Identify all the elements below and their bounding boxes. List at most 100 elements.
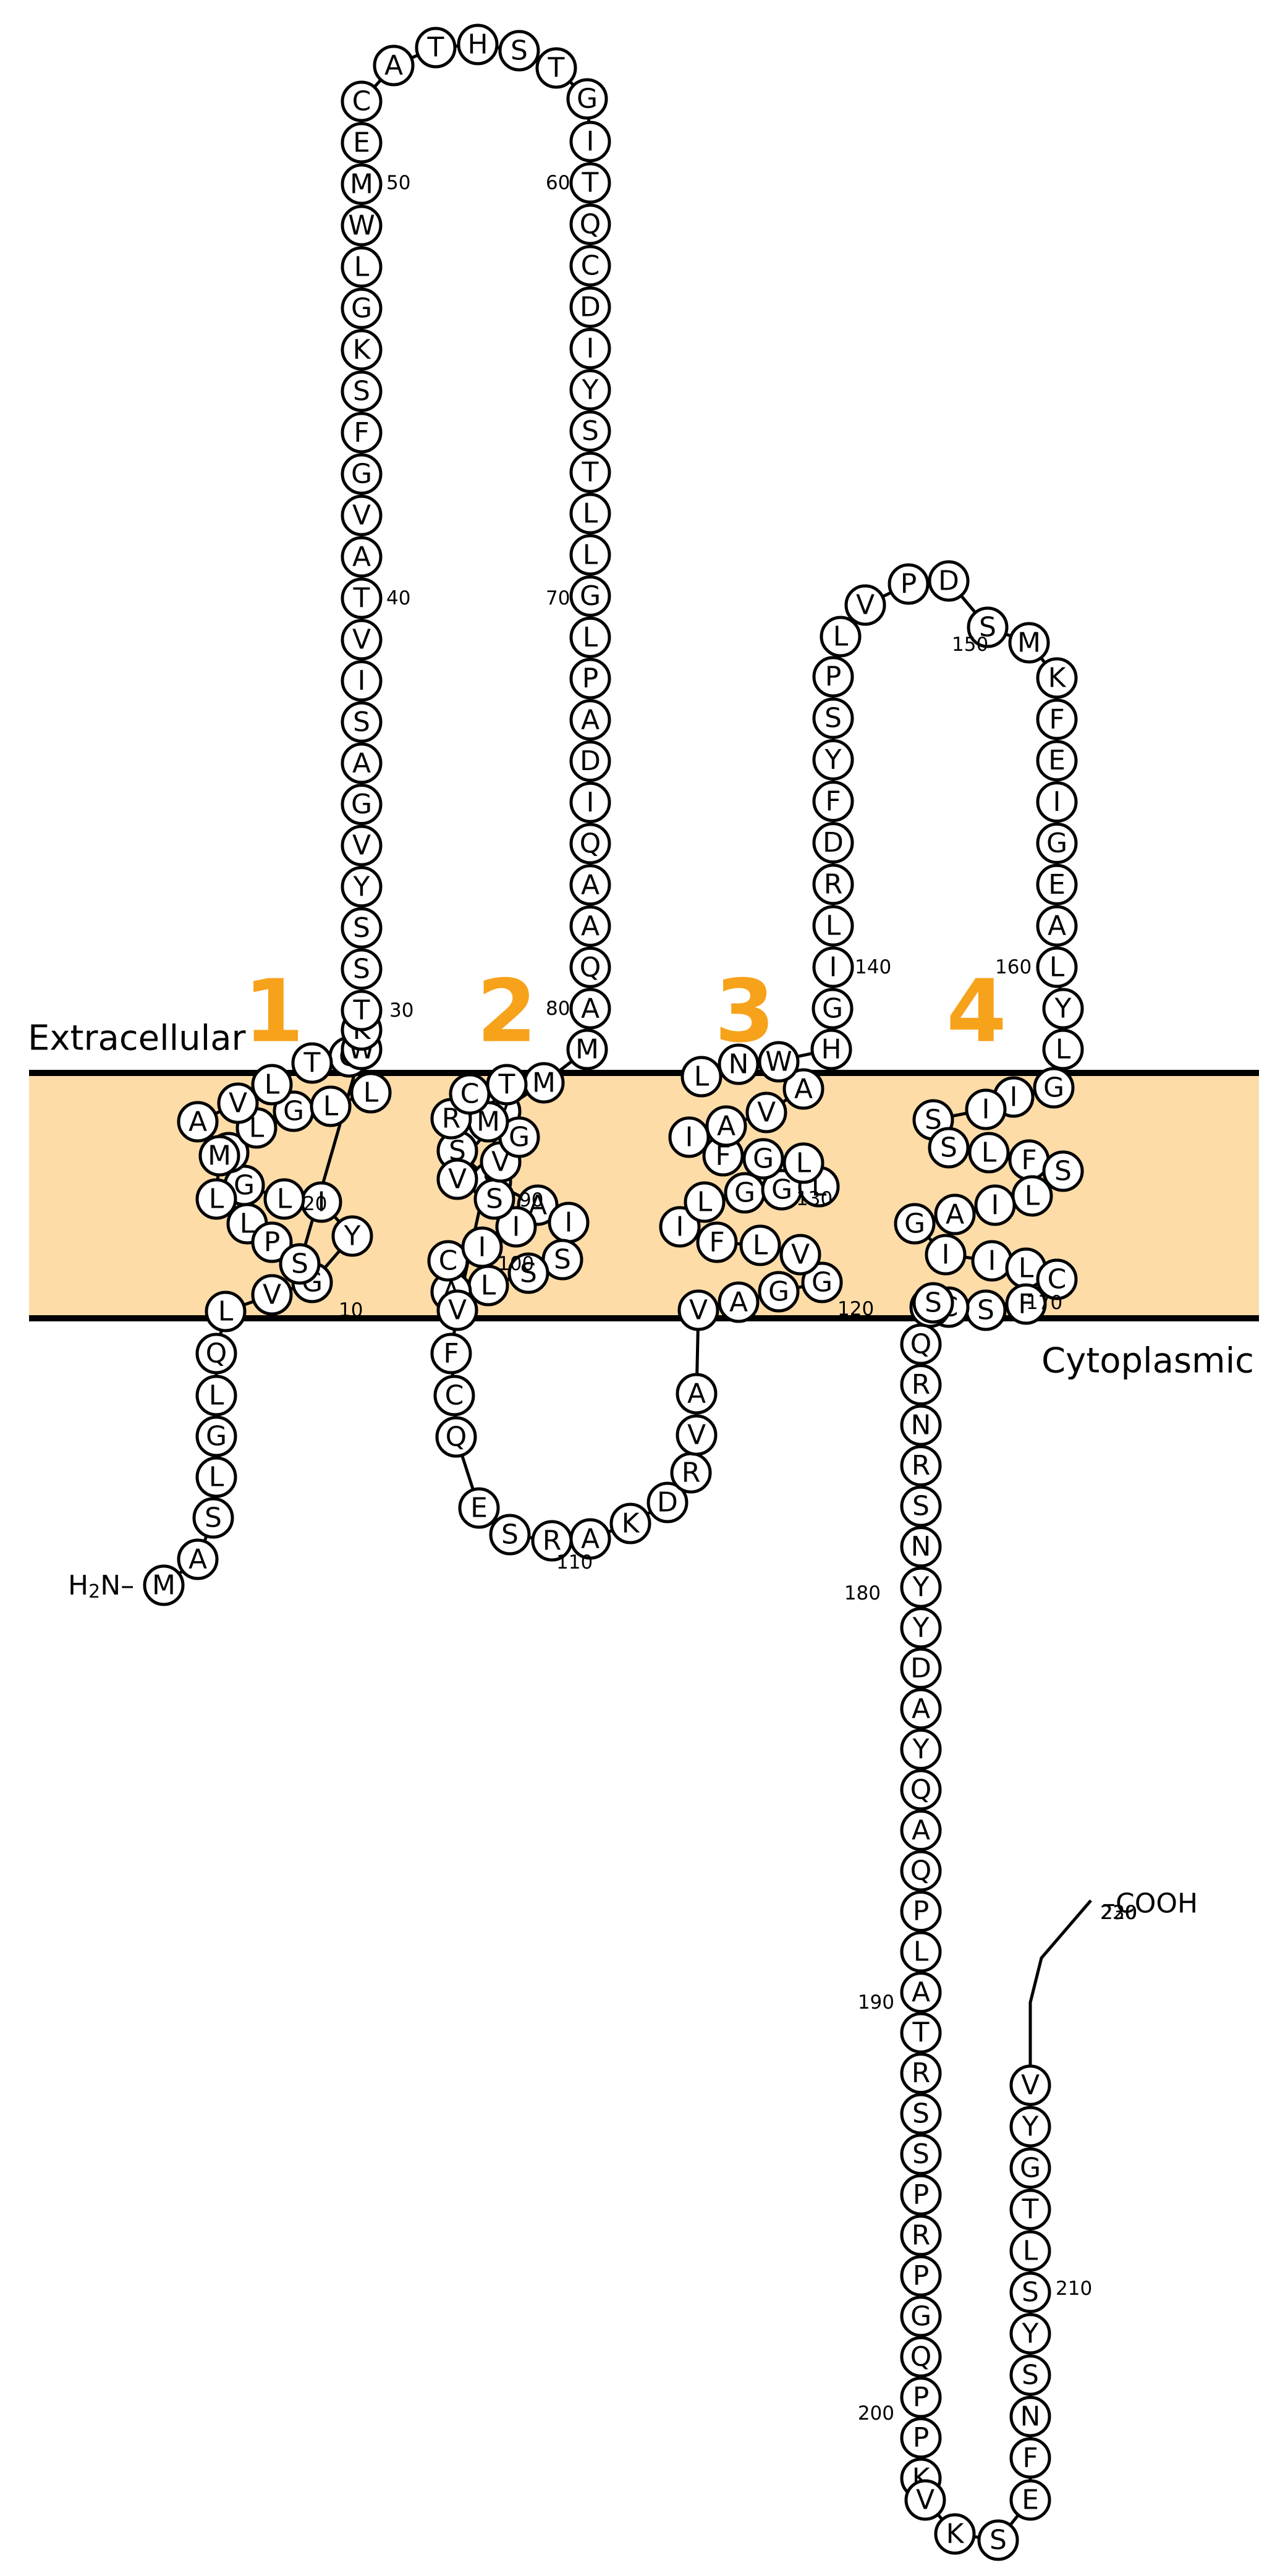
residue-circle xyxy=(1009,2396,1051,2438)
residue-6: L xyxy=(195,1375,237,1417)
residue-circle xyxy=(1009,2354,1051,2396)
residue-letter: V xyxy=(791,1239,810,1271)
residue-letter: V xyxy=(263,1279,281,1311)
residue-75: A xyxy=(569,699,611,741)
residue-circle xyxy=(782,1142,824,1184)
residue-circle xyxy=(569,534,611,576)
residue-131: L xyxy=(782,1142,824,1184)
residue-letter: Y xyxy=(912,1572,930,1603)
residue-circle xyxy=(373,44,415,87)
residue-circle xyxy=(457,23,499,66)
residue-circle xyxy=(331,1215,373,1257)
residue-156: M xyxy=(1008,622,1050,664)
residue-57: H xyxy=(457,23,499,66)
residue-97: I xyxy=(495,1206,537,1248)
residue-letter: A xyxy=(581,910,600,942)
residue-letter: L xyxy=(481,1270,496,1302)
residue-circle xyxy=(812,739,854,781)
residue-circle xyxy=(1009,2479,1051,2521)
residue-26: L xyxy=(195,1178,237,1220)
residue-letter: G xyxy=(734,1177,755,1209)
n-terminus-suffix: N– xyxy=(100,1570,134,1601)
residue-38: A xyxy=(341,742,383,784)
residue-circle xyxy=(965,1088,1007,1130)
residue-circle xyxy=(812,988,854,1030)
residue-230: V xyxy=(1009,2064,1051,2106)
residue-142: G xyxy=(812,988,854,1030)
residue-33: S xyxy=(341,948,383,990)
residue-46: F xyxy=(341,412,383,454)
residue-letter: R xyxy=(912,1369,931,1400)
residue-circle xyxy=(341,660,383,702)
residue-letter: Y xyxy=(582,374,599,405)
residue-159: E xyxy=(1036,740,1078,782)
residue-circle xyxy=(1042,1028,1084,1070)
residue-74: P xyxy=(569,658,611,700)
residue-99: V xyxy=(436,1158,478,1200)
residue-letter: A xyxy=(352,747,371,779)
residue-166: L xyxy=(1042,1028,1084,1070)
residue-letter: G xyxy=(1046,828,1067,859)
residue-letter: S xyxy=(925,1287,942,1319)
residue-21: T xyxy=(291,1042,333,1084)
residue-letter: L xyxy=(265,1069,280,1101)
residue-circle xyxy=(758,1271,800,1313)
residue-letter: R xyxy=(543,1525,562,1557)
residue-letter: R xyxy=(912,2057,931,2089)
residue-214: P xyxy=(900,2376,942,2418)
residue-4: L xyxy=(195,1456,237,1498)
residue-187: S xyxy=(912,1282,954,1324)
position-label-230: 230 xyxy=(1100,1902,1137,1924)
residue-177: A xyxy=(934,1193,976,1235)
residue-161: G xyxy=(1036,822,1078,864)
residue-162: E xyxy=(1036,863,1078,905)
residue-circle xyxy=(967,606,1009,648)
residue-letter: S xyxy=(520,1258,537,1289)
residue-circle xyxy=(341,329,383,371)
residue-circle xyxy=(900,1972,942,2014)
residue-circle xyxy=(1005,1283,1047,1325)
residue-53: E xyxy=(341,122,383,164)
residue-circle xyxy=(341,412,383,454)
residue-letter: G xyxy=(509,1122,530,1153)
residue-circle xyxy=(718,1281,760,1323)
residue-letter: I xyxy=(991,1190,999,1221)
residue-letter: G xyxy=(1043,1072,1064,1104)
residue-84: M xyxy=(523,1062,565,1104)
residue-circle xyxy=(569,328,611,370)
residue-3: S xyxy=(192,1497,234,1539)
residue-circle xyxy=(341,246,383,288)
residue-116: R xyxy=(670,1452,712,1494)
residue-circle xyxy=(177,1538,219,1580)
residue-29: S xyxy=(279,1243,321,1285)
residue-circle xyxy=(341,866,383,908)
residue-circle xyxy=(569,493,611,535)
residue-65: D xyxy=(569,286,611,328)
residue-34: S xyxy=(341,907,383,949)
residue-90: I xyxy=(548,1201,590,1244)
residue-circle xyxy=(900,2093,942,2135)
residue-circle xyxy=(430,1332,472,1375)
residue-circle xyxy=(341,370,383,412)
residue-157: K xyxy=(1036,657,1078,699)
residue-circle xyxy=(1042,988,1084,1030)
residue-60: G xyxy=(566,78,608,120)
residue-circle xyxy=(900,1566,942,1608)
residue-212: G xyxy=(900,2295,942,2337)
residue-letter: S xyxy=(1054,1156,1072,1187)
residue-51: W xyxy=(341,205,383,247)
residue-125: F xyxy=(696,1221,738,1263)
residue-circle xyxy=(569,988,611,1030)
residue-letter: G xyxy=(206,1421,227,1452)
residue-circle xyxy=(968,1132,1010,1174)
residue-126: I xyxy=(659,1206,701,1248)
residue-111: S xyxy=(489,1514,531,1556)
residue-12: I xyxy=(300,1181,342,1223)
residue-letter: A xyxy=(717,1111,735,1142)
residue-letter: S xyxy=(353,954,370,985)
residue-circle xyxy=(341,824,383,866)
residue-circle xyxy=(900,2214,942,2256)
residue-letter: V xyxy=(689,1295,708,1326)
residue-letter: V xyxy=(352,624,371,656)
